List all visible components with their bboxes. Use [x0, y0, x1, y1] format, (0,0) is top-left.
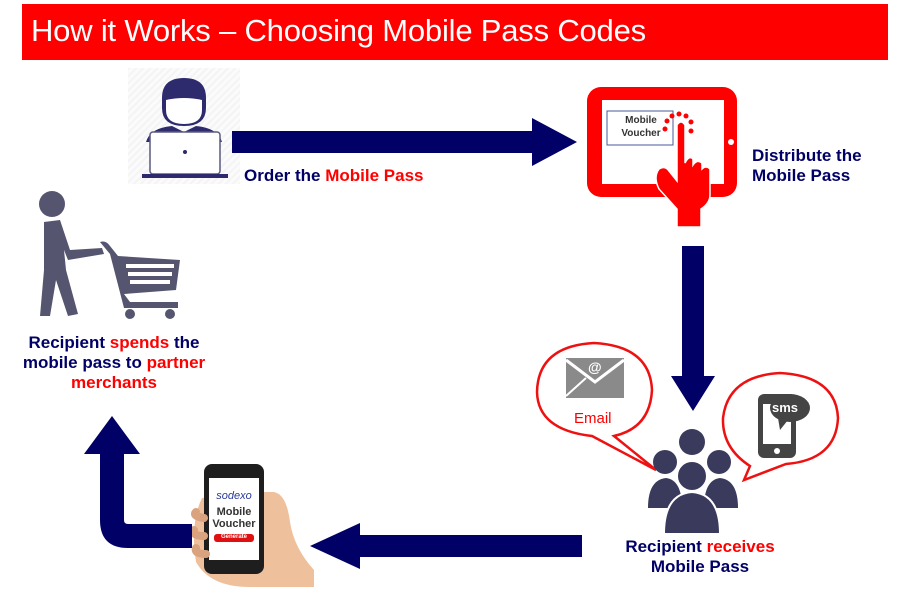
title-banner: How it Works – Choosing Mobile Pass Code… — [22, 4, 888, 60]
distribute-label: Distribute the Mobile Pass — [752, 146, 862, 185]
phone-screen: sodexo Mobile Voucher Generate — [209, 490, 259, 543]
user-laptop-icon — [142, 78, 228, 178]
sms-label: sms — [772, 400, 799, 415]
order-label: Order the Mobile Pass — [244, 166, 424, 185]
generate-button: Generate — [220, 534, 247, 540]
receive-label: Recipient receives Mobile Pass — [625, 537, 775, 576]
email-icon: @ — [565, 358, 625, 398]
arrow-receive-to-generate — [310, 523, 582, 569]
email-label: Email — [574, 410, 612, 427]
tablet-tap-icon — [587, 87, 737, 228]
order-illustration — [128, 68, 240, 184]
arrow-generate-to-spend — [84, 416, 192, 548]
page-title: How it Works – Choosing Mobile Pass Code… — [31, 13, 646, 48]
sms-phone-icon — [758, 394, 810, 458]
arrow-distribute-to-receive — [671, 246, 715, 411]
tablet-screen-text: Mobile Voucher — [621, 115, 661, 139]
svg-text:@: @ — [588, 359, 602, 375]
shopping-cart-person-icon — [39, 191, 180, 319]
phone-in-hand-icon — [189, 464, 314, 587]
group-icon — [648, 429, 738, 535]
spend-label: Recipient spends the mobile pass to part… — [22, 333, 206, 392]
email-bubble: @ — [535, 341, 657, 472]
arrow-order-to-distribute — [232, 118, 577, 166]
sms-bubble — [721, 371, 840, 483]
